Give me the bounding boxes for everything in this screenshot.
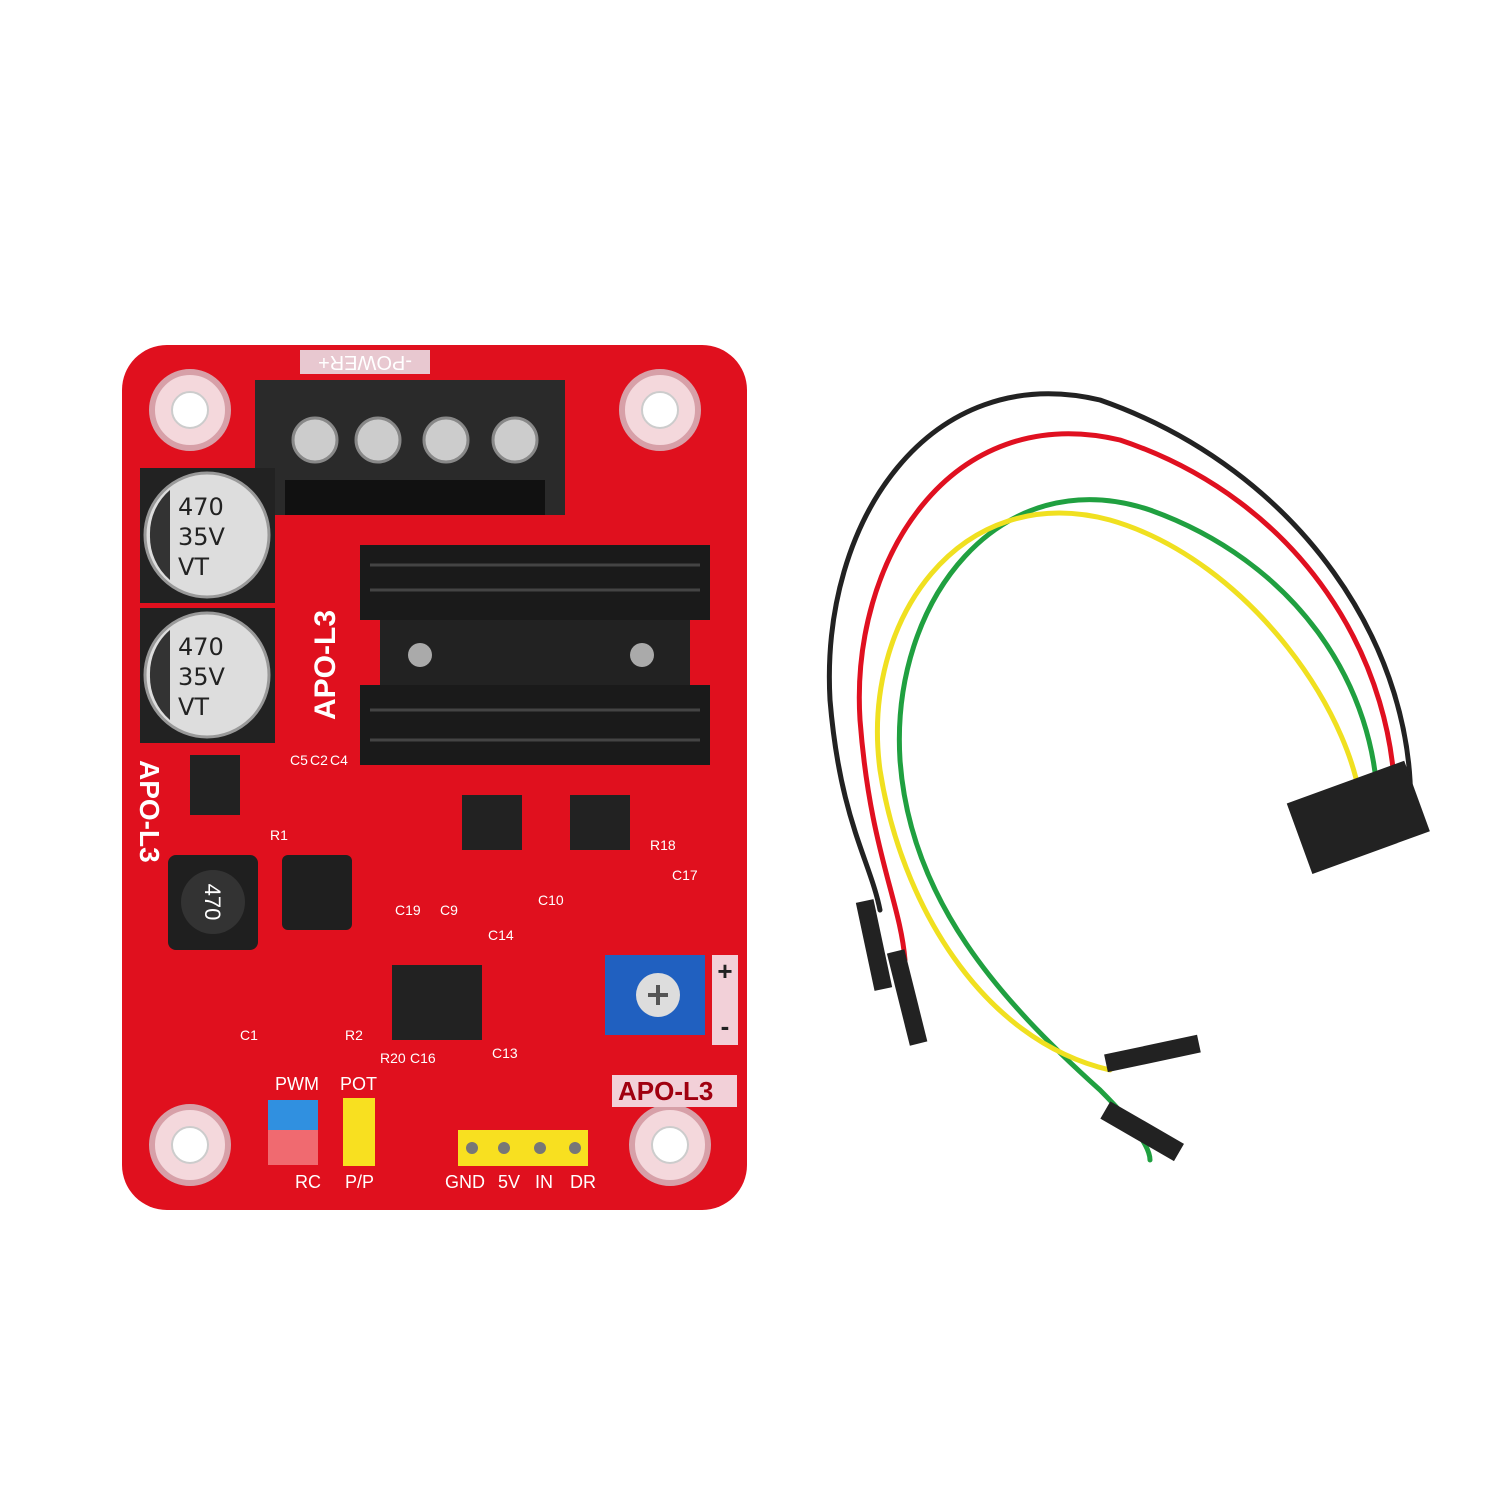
rc-label: RC	[295, 1172, 321, 1192]
power-label: -POWER+	[318, 351, 412, 373]
svg-text:R2: R2	[345, 1027, 363, 1043]
capacitor-2: 470 35V VT	[140, 608, 275, 743]
pwm-label: PWM	[275, 1074, 319, 1094]
model-label: APO-L3	[618, 1076, 713, 1106]
microcontroller	[392, 965, 482, 1040]
jumper-pink[interactable]	[268, 1130, 318, 1165]
svg-text:C1: C1	[240, 1027, 258, 1043]
chip	[462, 795, 522, 850]
svg-text:C4: C4	[330, 752, 348, 768]
screw-terminal[interactable]	[255, 380, 565, 515]
inductor-2	[282, 855, 352, 930]
svg-text:C16: C16	[410, 1050, 436, 1066]
model-label-side: APO-L3	[134, 760, 165, 863]
jumper-blue[interactable]	[268, 1100, 318, 1130]
pin-label-5v: 5V	[498, 1172, 520, 1192]
svg-text:470: 470	[178, 493, 224, 521]
signal-header[interactable]	[458, 1130, 588, 1166]
svg-text:470: 470	[178, 633, 224, 661]
svg-text:35V: 35V	[178, 523, 226, 551]
pot-label: POT	[340, 1074, 377, 1094]
power-label-bg	[300, 350, 430, 374]
svg-text:R20: R20	[380, 1050, 406, 1066]
chip	[570, 795, 630, 850]
inductor-1: 470	[168, 855, 258, 950]
capacitor-1: 470 35V VT	[140, 468, 275, 603]
svg-text:470: 470	[200, 884, 225, 921]
wire-pin-ends[interactable]	[855, 899, 1201, 1162]
svg-text:C10: C10	[538, 892, 564, 908]
svg-text:VT: VT	[178, 553, 209, 581]
mounting-holes	[149, 369, 711, 1186]
pin-label-dr: DR	[570, 1172, 596, 1192]
pp-label: P/P	[345, 1172, 374, 1192]
potentiometer[interactable]	[605, 955, 705, 1035]
svg-text:C5: C5	[290, 752, 308, 768]
model-label-vertical: APO-L3	[309, 610, 342, 720]
svg-text:C9: C9	[440, 902, 458, 918]
pin-label-gnd: GND	[445, 1172, 485, 1192]
chip	[190, 755, 240, 815]
svg-text:C2: C2	[310, 752, 328, 768]
svg-text:VT: VT	[178, 693, 209, 721]
pot-plus-label: +	[717, 956, 732, 986]
jumper-wires	[826, 391, 1414, 1163]
female-connector[interactable]	[1286, 760, 1430, 874]
jumper-yellow[interactable]	[343, 1098, 375, 1166]
svg-text:35V: 35V	[178, 663, 226, 691]
svg-text:C17: C17	[672, 867, 698, 883]
svg-text:C19: C19	[395, 902, 421, 918]
heatsink	[360, 545, 710, 765]
svg-text:R18: R18	[650, 837, 676, 853]
svg-text:C14: C14	[488, 927, 514, 943]
svg-text:R1: R1	[270, 827, 288, 843]
pot-minus-label: -	[721, 1011, 730, 1041]
pin-label-in: IN	[535, 1172, 553, 1192]
svg-text:C13: C13	[492, 1045, 518, 1061]
